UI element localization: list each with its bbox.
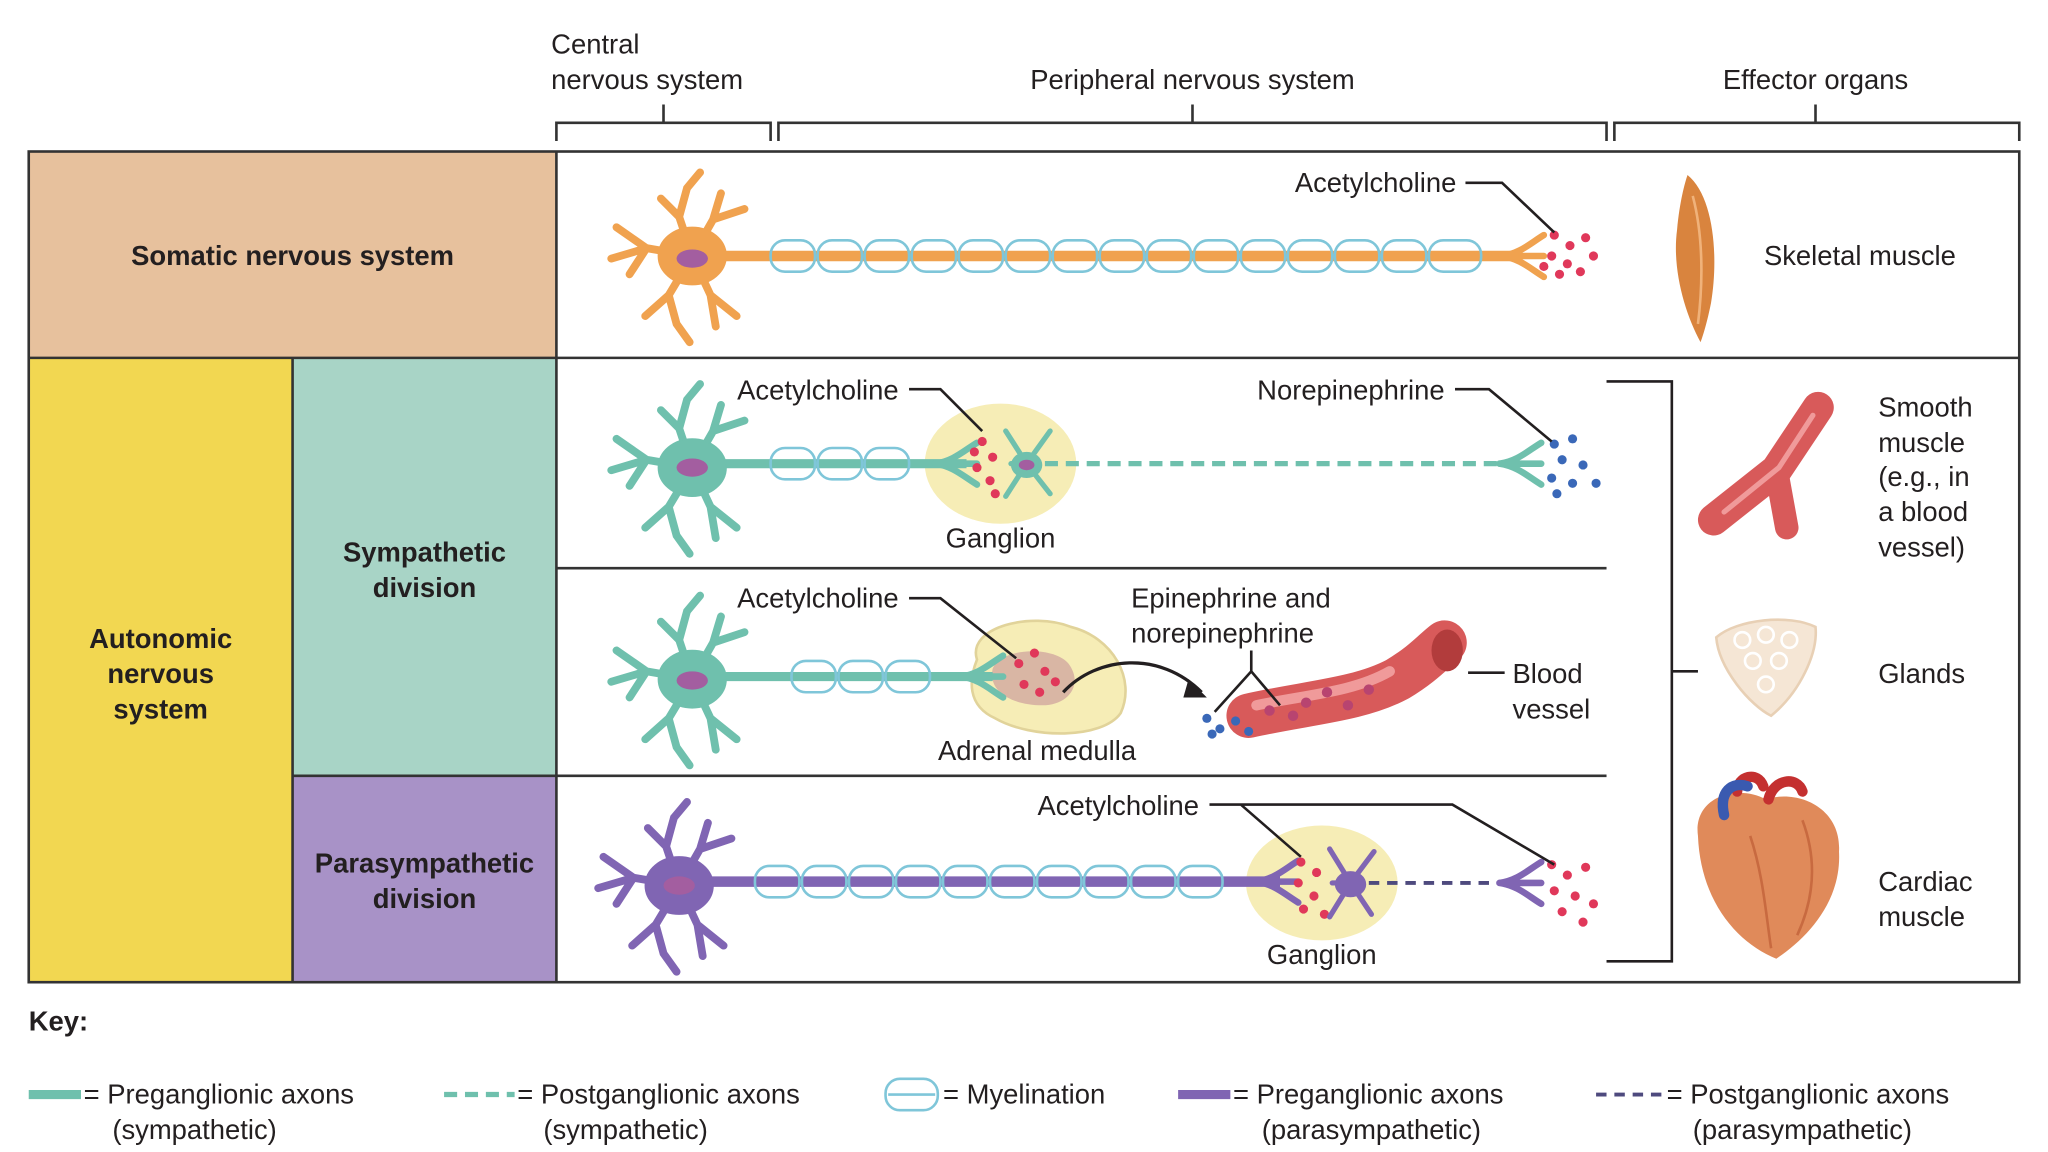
key-item-3-l1: = Myelination bbox=[943, 1079, 1105, 1110]
effector-cardiac-l2: muscle bbox=[1878, 901, 1965, 932]
epi-label-l2: norepinephrine bbox=[1131, 618, 1314, 649]
key-item-5-l1: = Postganglionic axons bbox=[1667, 1079, 1950, 1110]
somatic-acetylcholine-dots bbox=[1539, 230, 1599, 279]
effector-smooth-l3: (e.g., in bbox=[1878, 461, 1969, 492]
somatic-pathway: Acetylcholine bbox=[611, 167, 1599, 342]
para-acetylcholine-label: Acetylcholine bbox=[1038, 790, 1199, 821]
adrenal-acetylcholine-label: Acetylcholine bbox=[737, 582, 898, 613]
label-sympathetic-l1: Sympathetic bbox=[343, 537, 506, 568]
autonomic-effector-bracket bbox=[1606, 380, 1698, 963]
norepinephrine-dots bbox=[1547, 434, 1601, 499]
header-effectors: Effector organs bbox=[1723, 64, 1908, 95]
effector-glands-label: Glands bbox=[1878, 658, 1965, 689]
blood-vessel bbox=[1226, 620, 1467, 738]
parasympathetic-block bbox=[292, 775, 557, 983]
epi-label-l1: Epinephrine and bbox=[1131, 582, 1331, 613]
effector-smooth-l1: Smooth bbox=[1878, 392, 1972, 423]
key-item-2-l2: (sympathetic) bbox=[543, 1114, 707, 1145]
heart-icon bbox=[1697, 771, 1840, 959]
skeletal-muscle-icon bbox=[1675, 175, 1715, 343]
label-autonomic-l2: nervous bbox=[107, 658, 214, 689]
sympathetic-pathway-adrenal: Acetylcholine Epinephrine and norepineph… bbox=[611, 582, 1590, 766]
adrenal-medulla-label: Adrenal medulla bbox=[938, 735, 1137, 766]
blood-vessel-label-l1: Blood bbox=[1512, 658, 1582, 689]
sympathetic-ganglion bbox=[924, 403, 1077, 524]
header-cns-line1: Central bbox=[551, 29, 639, 60]
norepinephrine-label: Norepinephrine bbox=[1257, 375, 1444, 406]
label-autonomic-l3: system bbox=[113, 693, 207, 724]
somatic-nucleus bbox=[676, 249, 708, 268]
somatic-axon-terminal bbox=[1502, 235, 1544, 277]
label-parasympathetic-l2: division bbox=[373, 883, 477, 914]
effector-smooth-l4: a blood bbox=[1878, 496, 1968, 527]
effector-smooth-l2: muscle bbox=[1878, 427, 1965, 458]
key-legend: = Preganglionic axons (sympathetic) = Po… bbox=[28, 1077, 1950, 1145]
key-item-2-l1: = Postganglionic axons bbox=[517, 1079, 800, 1110]
key-item-5-l2: (parasympathetic) bbox=[1693, 1114, 1912, 1145]
label-somatic: Somatic nervous system bbox=[131, 240, 454, 271]
label-parasympathetic-l1: Parasympathetic bbox=[315, 847, 534, 878]
sympathetic-block bbox=[292, 357, 557, 776]
sympathetic-pathway-ganglion: Acetylcholine Norepinephrine Ganglion bbox=[611, 375, 1601, 554]
key-item-4-l1: = Preganglionic axons bbox=[1233, 1079, 1503, 1110]
label-autonomic-l1: Autonomic bbox=[89, 623, 232, 654]
key-title: Key: bbox=[29, 1006, 88, 1037]
header-cns-line2: nervous system bbox=[551, 64, 743, 95]
header-pns: Peripheral nervous system bbox=[1030, 64, 1354, 95]
effector-skeletal-label: Skeletal muscle bbox=[1764, 240, 1956, 271]
key-item-1-l1: = Preganglionic axons bbox=[84, 1079, 354, 1110]
symp-acetylcholine-label: Acetylcholine bbox=[737, 375, 898, 406]
somatic-acetylcholine-label: Acetylcholine bbox=[1295, 167, 1456, 198]
blood-vessel-label-l2: vessel bbox=[1512, 693, 1590, 724]
smooth-muscle-vessel-icon bbox=[1697, 391, 1834, 540]
parasympathetic-pathway: Acetylcholine Ganglion bbox=[598, 790, 1599, 972]
effector-cardiac-l1: Cardiac bbox=[1878, 866, 1972, 897]
glands-icon bbox=[1714, 618, 1818, 718]
autonomic-block bbox=[28, 357, 293, 983]
key-item-1-l2: (sympathetic) bbox=[112, 1114, 276, 1145]
para-ganglion-label: Ganglion bbox=[1267, 939, 1377, 970]
header-brackets bbox=[555, 104, 2021, 142]
adrenal-medulla bbox=[991, 651, 1075, 706]
symp-ganglion-label: Ganglion bbox=[946, 522, 1056, 553]
table-grid bbox=[27, 150, 2021, 984]
label-sympathetic-l2: division bbox=[373, 572, 477, 603]
key-item-4-l2: (parasympathetic) bbox=[1262, 1114, 1481, 1145]
parasympathetic-ganglion bbox=[1246, 825, 1398, 941]
effector-smooth-l5: vessel) bbox=[1878, 531, 1965, 562]
somatic-block bbox=[28, 151, 557, 358]
